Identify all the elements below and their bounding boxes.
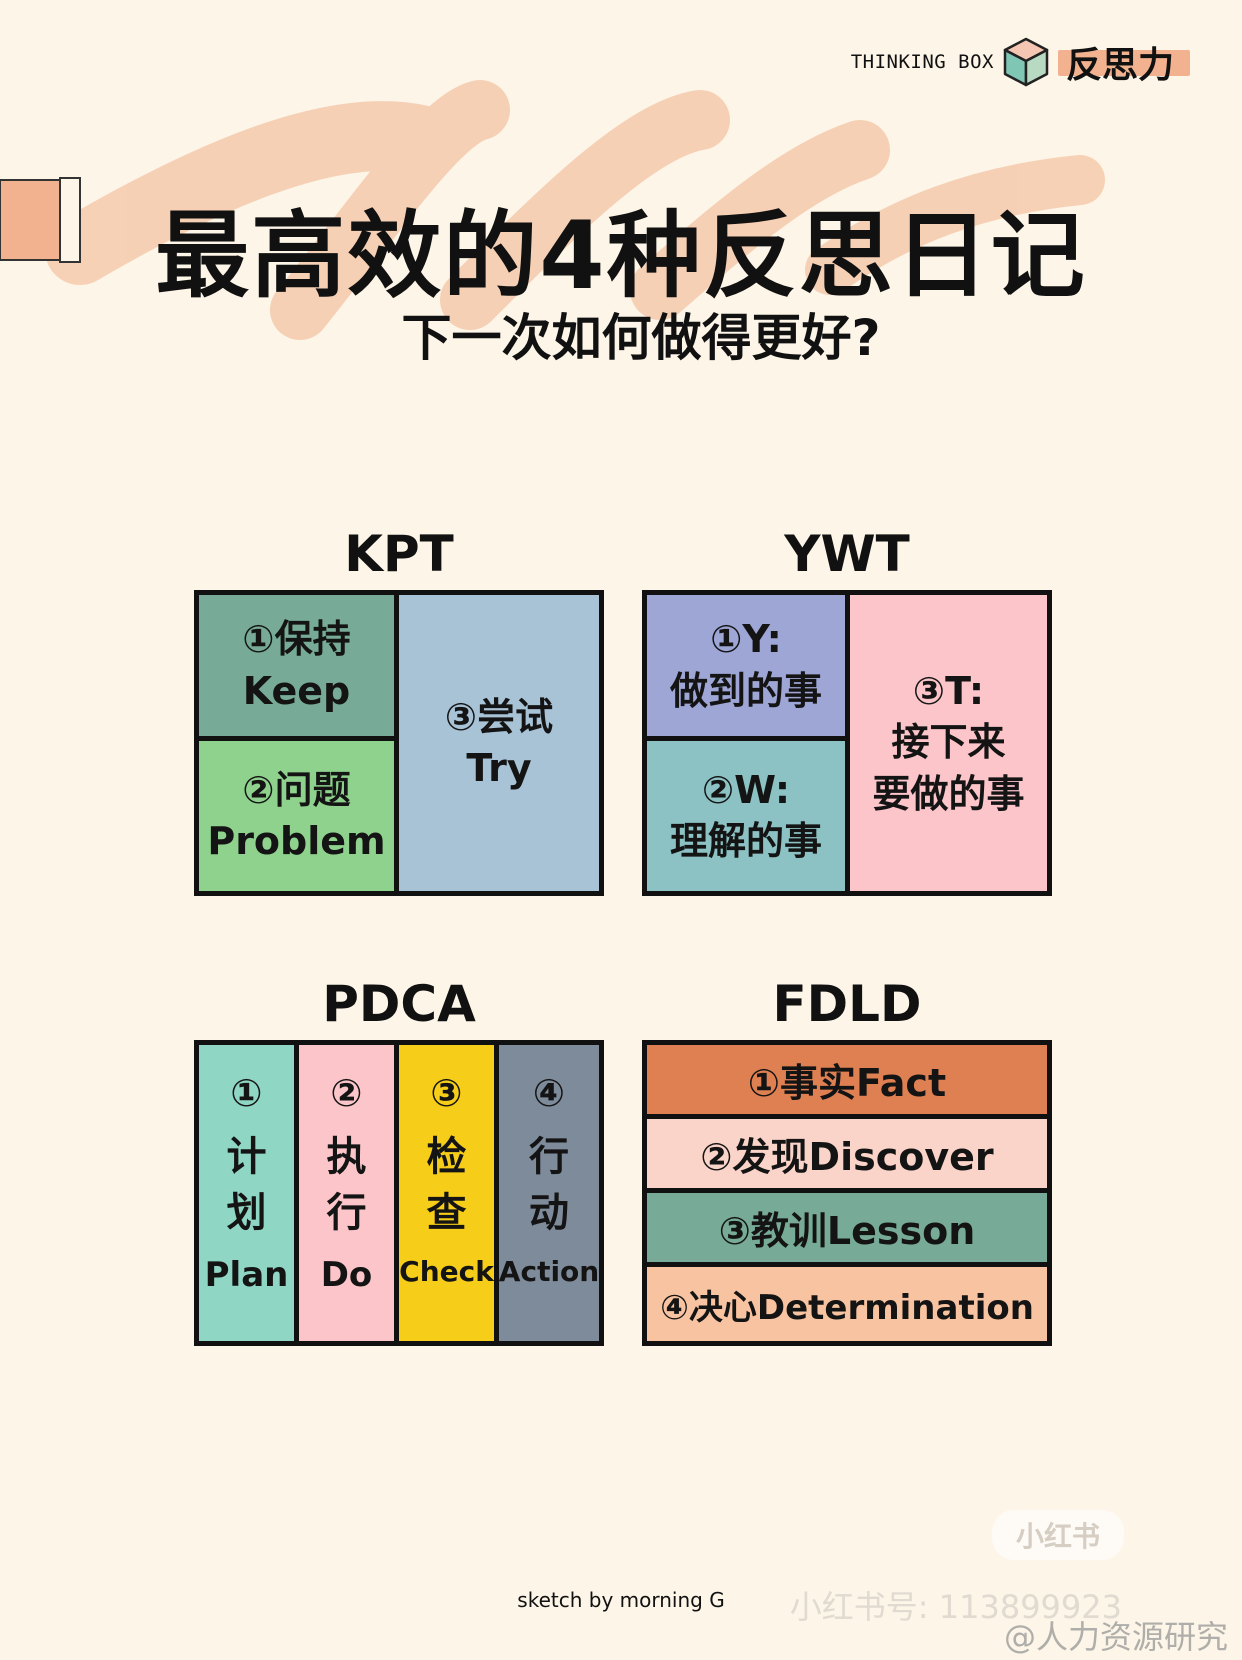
kpt-try-label: ③尝试 <box>444 694 554 739</box>
sketch-credit: sketch by morning G <box>517 1588 725 1612</box>
brand-chinese: 反思力 <box>1065 45 1174 86</box>
pdca-diagram: ① 计 划 Plan ② 执 行 Do ③ 检 查 Check ④ 行 动 Ac… <box>194 1040 604 1346</box>
fdld-discover-row: ②发现Discover <box>647 1119 1047 1193</box>
pdca-check-char2: 查 <box>426 1190 467 1236</box>
ywt-t-text-line2: 要做的事 <box>872 771 1025 816</box>
ywt-y-cell: ①Y: 做到的事 <box>647 595 850 741</box>
ywt-t-label: ③T: <box>912 669 985 714</box>
page-subtitle: 下一次如何做得更好? <box>401 309 881 367</box>
pdca-check-english: Check <box>399 1255 494 1288</box>
highlighter-stroke-decoration <box>0 80 1105 340</box>
kpt-problem-label: ②问题 <box>242 767 351 812</box>
kpt-problem-cell: ②问题 Problem <box>199 741 399 891</box>
kpt-diagram: ①保持 Keep ②问题 Problem ③尝试 Try <box>194 590 604 896</box>
pdca-check-number: ③ <box>430 1071 463 1115</box>
kpt-problem-english: Problem <box>207 819 386 863</box>
cube-icon <box>1003 37 1049 87</box>
page-title: 最高效的4种反思日记 <box>155 202 1087 311</box>
pdca-do-english: Do <box>320 1255 373 1295</box>
fdld-fact-row: ①事实Fact <box>647 1045 1047 1119</box>
pdca-plan-char1: 计 <box>226 1134 267 1180</box>
pdca-do-char1: 执 <box>326 1134 367 1180</box>
ywt-w-label: ②W: <box>701 767 791 812</box>
kpt-keep-english: Keep <box>242 668 351 713</box>
pdca-plan-char2: 划 <box>226 1190 267 1236</box>
kpt-title: KPT <box>344 525 454 583</box>
ywt-title: YWT <box>784 525 910 583</box>
pdca-action-column: ④ 行 动 Action <box>499 1045 599 1341</box>
fdld-lesson-row: ③教训Lesson <box>647 1193 1047 1267</box>
ywt-y-label: ①Y: <box>710 617 782 662</box>
ywt-y-text: 做到的事 <box>669 668 822 713</box>
account-id-watermark: 小红书号: 113899923 <box>789 1588 1122 1626</box>
ywt-diagram: ①Y: 做到的事 ②W: 理解的事 ③T: 接下来 要做的事 <box>642 590 1052 896</box>
fdld-determination-row: ④决心Determination <box>647 1267 1047 1341</box>
pdca-action-char1: 行 <box>529 1134 569 1180</box>
pdca-check-column: ③ 检 查 Check <box>399 1045 499 1341</box>
pdca-title: PDCA <box>322 975 476 1033</box>
app-watermark-badge: 小红书 <box>992 1510 1124 1560</box>
kpt-keep-label: ①保持 <box>242 617 351 662</box>
weibo-watermark: @人力资源研究 <box>1003 1618 1228 1656</box>
ywt-w-cell: ②W: 理解的事 <box>647 741 850 891</box>
brand-header: THINKING BOX 反思力 <box>850 34 1191 90</box>
pdca-action-english: Action <box>498 1255 600 1288</box>
ywt-w-text: 理解的事 <box>669 819 822 863</box>
pdca-action-char2: 动 <box>529 1190 569 1236</box>
pdca-plan-number: ① <box>230 1071 263 1115</box>
kpt-try-cell: ③尝试 Try <box>399 595 599 891</box>
pdca-do-char2: 行 <box>326 1190 367 1236</box>
kpt-keep-cell: ①保持 Keep <box>199 595 399 741</box>
ywt-t-cell: ③T: 接下来 要做的事 <box>850 595 1047 891</box>
pdca-plan-column: ① 计 划 Plan <box>199 1045 299 1341</box>
pdca-do-number: ② <box>330 1071 363 1115</box>
pdca-action-number: ④ <box>532 1071 566 1115</box>
fdld-diagram: ①事实Fact ②发现Discover ③教训Lesson ④决心Determi… <box>642 1040 1052 1346</box>
ywt-t-text-line1: 接下来 <box>891 720 1006 765</box>
pdca-check-char1: 检 <box>426 1134 467 1180</box>
pdca-do-column: ② 执 行 Do <box>299 1045 399 1341</box>
pdca-plan-english: Plan <box>204 1255 289 1295</box>
kpt-try-english: Try <box>466 746 532 790</box>
brand-english: THINKING BOX <box>850 51 994 73</box>
fdld-title: FDLD <box>772 975 922 1033</box>
